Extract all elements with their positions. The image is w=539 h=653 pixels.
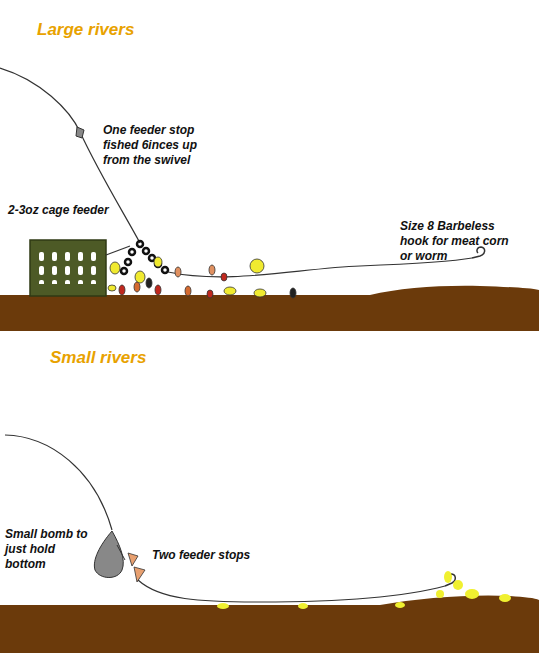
callout-label: 2-3oz cage feeder xyxy=(8,203,109,218)
corn-particles xyxy=(217,571,511,609)
callout-label: Small bomb to just hold bottom xyxy=(5,527,95,572)
section-heading: Large rivers xyxy=(37,20,134,40)
callout-label: One feeder stop fished 6inces up from th… xyxy=(103,123,218,168)
feeder-stop xyxy=(128,553,138,566)
hook-length xyxy=(138,580,445,602)
feeder-stop xyxy=(134,567,145,582)
cage-feeder xyxy=(30,240,130,296)
main-line xyxy=(5,435,112,530)
feeder-stop xyxy=(76,127,84,138)
section-heading: Small rivers xyxy=(50,348,146,368)
bomb-weight xyxy=(94,531,123,578)
hook xyxy=(472,247,485,258)
callout-label: Size 8 Barbeless hook for meat corn or w… xyxy=(400,219,512,264)
callout-label: Two feeder stops xyxy=(152,548,250,563)
feed-particles xyxy=(108,257,296,298)
river-bed xyxy=(0,595,539,653)
swivel xyxy=(121,241,168,274)
